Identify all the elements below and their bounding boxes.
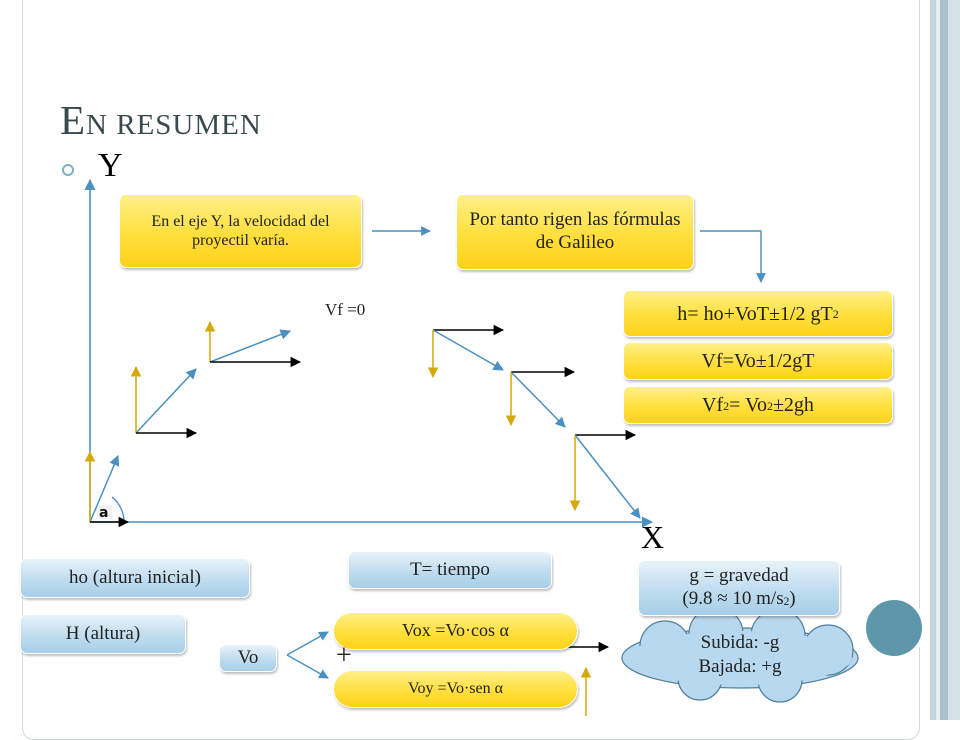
angle-arc (111, 496, 125, 523)
gravity-sign-text: Subida: -g Bajada: +g (698, 632, 782, 677)
T-definition: T= tiempo (348, 551, 552, 589)
x-axis-label: X (641, 519, 665, 555)
voy-formula: Voy =Vo·sen α (333, 670, 578, 708)
g-definition: g = gravedad (9.8 ≈ 10 m/s2) (638, 560, 840, 616)
decorative-stripes (922, 0, 960, 720)
flow-arrow (700, 230, 766, 283)
decorative-circle (862, 596, 926, 660)
vo-to-voy-arrow (286, 654, 329, 679)
velocity-vector (432, 329, 504, 371)
angle-label: a (99, 505, 108, 521)
velocity-vector (574, 434, 641, 519)
angle-label-bg (96, 505, 112, 519)
vox-formula: Vox =Vo·cos α (333, 612, 578, 650)
bullet-icon (62, 164, 74, 176)
gravity-sign-cloud (621, 606, 859, 703)
velocity-vector (135, 368, 197, 434)
velocity-vector (510, 371, 566, 428)
y-axis-label: Y (98, 147, 123, 184)
plus-sign: + (336, 640, 352, 671)
slide-title: EN RESUMEN (60, 97, 262, 143)
vf-zero-label: Vf =0 (325, 300, 366, 319)
ho-definition: ho (altura inicial) (20, 558, 250, 598)
vo-to-vox-arrow (286, 631, 329, 656)
H-definition: H (altura) (20, 614, 186, 654)
galileo-box: Por tanto rigen las fórmulas de Galileo (456, 194, 694, 270)
velocity-vector (209, 329, 291, 363)
projectile-diagram: a (84, 178, 859, 716)
formula-final-velocity: Vf=Vo±1/2gT (623, 342, 893, 380)
velocity-vector (89, 455, 120, 523)
y-axis-info-box: En el eje Y, la velocidad del proyectil … (119, 194, 362, 268)
vo-box: Vo (219, 644, 277, 672)
